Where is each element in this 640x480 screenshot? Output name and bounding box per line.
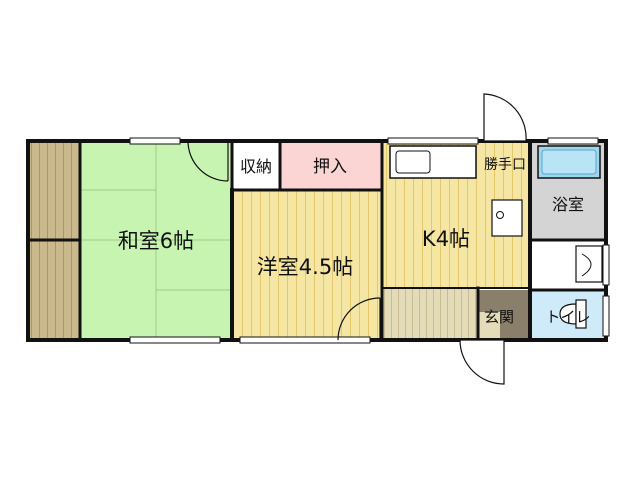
stove-icon — [491, 199, 523, 237]
washbasin-icon — [575, 245, 603, 283]
label-toilet: トイレ — [545, 308, 590, 326]
label-yokushitsu: 浴室 — [552, 195, 584, 214]
label-katteguchi: 勝手口 — [484, 157, 526, 173]
label-youshitsu: 洋室4.5帖 — [257, 255, 353, 279]
label-genkan: 玄関 — [484, 308, 514, 326]
door-swing-icon — [483, 93, 527, 142]
youshitsu-floor — [232, 190, 382, 340]
shuno-floor — [232, 141, 280, 190]
genkan-step — [478, 312, 500, 340]
sink-icon — [389, 145, 477, 179]
label-kitchen: K4帖 — [422, 227, 470, 251]
oshiire-floor — [280, 141, 382, 190]
bathtub-icon — [537, 145, 601, 179]
door-swing-icon — [459, 339, 505, 385]
label-washitsu: 和室6帖 — [118, 229, 194, 253]
door-swing-icon — [187, 140, 229, 182]
door-swing-icon — [337, 297, 381, 341]
toilet-icon — [559, 299, 587, 329]
label-shuno: 収納 — [240, 157, 272, 176]
windows — [129, 137, 610, 344]
hallway-floor — [382, 288, 478, 340]
label-oshiire: 押入 — [313, 157, 347, 177]
